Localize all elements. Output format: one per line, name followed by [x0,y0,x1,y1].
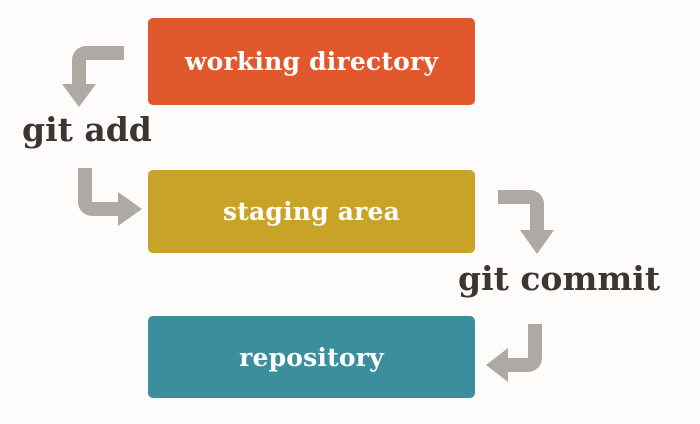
stage-label-working-directory: working directory [184,47,439,76]
stage-box-staging-area: staging area [148,170,475,253]
stage-label-staging-area: staging area [222,197,401,226]
arrow-git-add-to-staging-area-icon [78,168,142,226]
arrow-git-commit-to-repository-icon [486,324,542,382]
command-label-git-add: git add [22,110,152,149]
command-label-git-commit: git commit [458,259,661,298]
arrow-working-directory-to-git-add-icon [62,46,124,107]
stage-box-working-directory: working directory [148,18,475,105]
stage-label-repository: repository [239,342,384,372]
stage-box-repository: repository [148,316,475,398]
arrow-staging-area-to-git-commit-icon [498,190,554,254]
